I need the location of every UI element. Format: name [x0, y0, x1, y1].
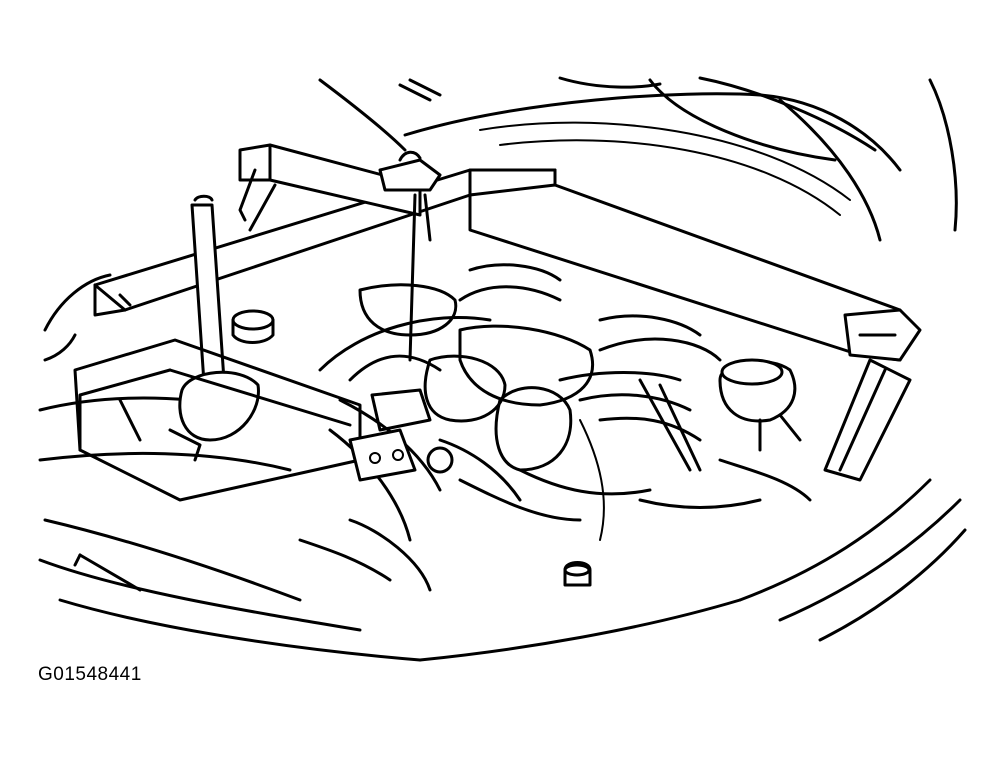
figure-code: G01548441	[38, 664, 142, 685]
mounting-bracket	[348, 428, 454, 482]
body-outline	[38, 273, 967, 662]
coolant-reservoir	[563, 561, 592, 587]
strut-rod	[823, 358, 912, 482]
support-rail	[468, 168, 922, 362]
cross-beam	[238, 143, 422, 232]
engine-assembly	[298, 263, 702, 592]
brake-fluid-reservoir	[718, 358, 802, 452]
lift-hook	[370, 150, 442, 432]
hoses	[348, 285, 812, 541]
open-hood	[318, 76, 958, 242]
support-leg	[168, 194, 260, 462]
fluid-cap	[231, 309, 275, 344]
